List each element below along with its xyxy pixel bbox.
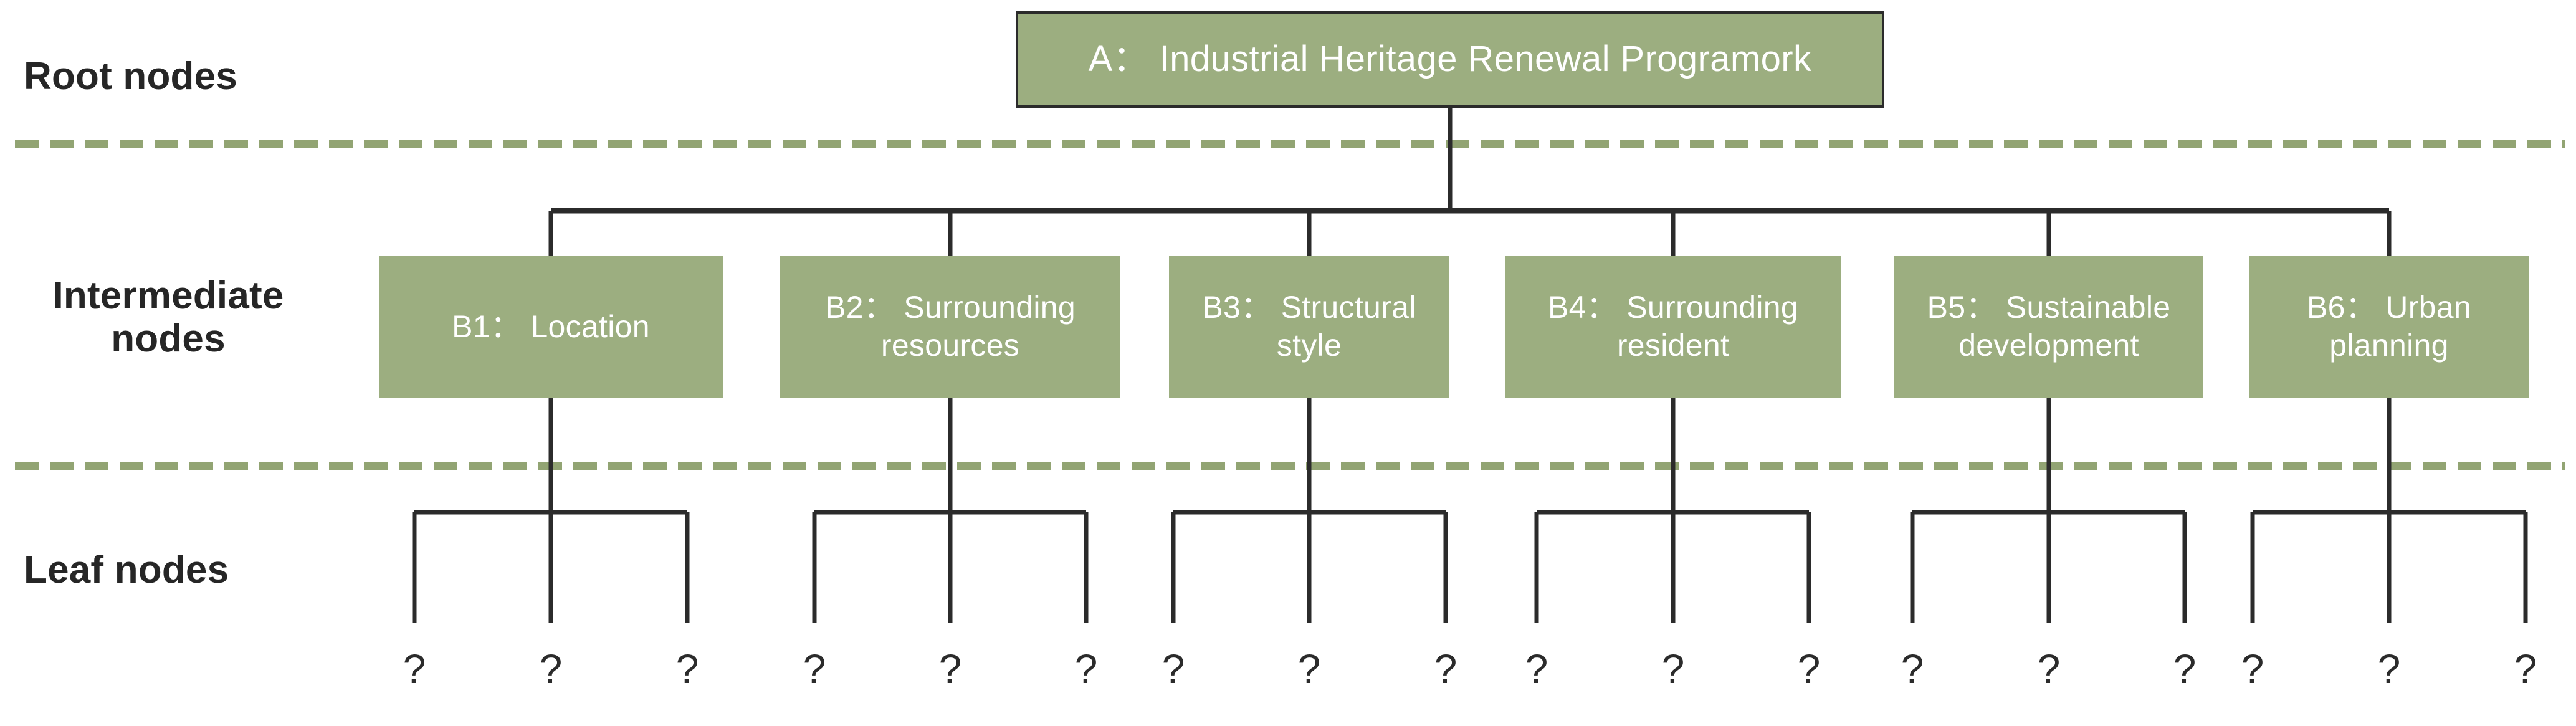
intermediate-node-b5[interactable]: B5： Sustainable development bbox=[1894, 256, 2203, 398]
tier-label-root: Root nodes bbox=[24, 55, 237, 98]
tier-label-intermediate: Intermediate nodes bbox=[52, 274, 284, 361]
leaf-node-b5-1[interactable]: ? bbox=[1901, 646, 1924, 692]
leaf-node-b6-1[interactable]: ? bbox=[2241, 646, 2264, 692]
intermediate-node-b2[interactable]: B2： Surrounding resources bbox=[780, 256, 1120, 398]
leaf-node-b5-3[interactable]: ? bbox=[2173, 646, 2197, 692]
leaf-node-b2-3[interactable]: ? bbox=[1074, 646, 1098, 692]
leaf-node-b3-2[interactable]: ? bbox=[1297, 646, 1321, 692]
intermediate-node-b6[interactable]: B6： Urban planning bbox=[2249, 256, 2529, 398]
root-node-a[interactable]: A： Industrial Heritage Renewal Programor… bbox=[1016, 11, 1884, 108]
tier-label-leaf: Leaf nodes bbox=[24, 548, 229, 591]
leaf-node-b1-3[interactable]: ? bbox=[675, 646, 699, 692]
leaf-node-b4-2[interactable]: ? bbox=[1661, 646, 1685, 692]
leaf-node-b4-1[interactable]: ? bbox=[1525, 646, 1548, 692]
leaf-node-b2-2[interactable]: ? bbox=[938, 646, 962, 692]
leaf-node-b5-2[interactable]: ? bbox=[2037, 646, 2061, 692]
leaf-node-b6-3[interactable]: ? bbox=[2514, 646, 2537, 692]
leaf-node-b3-3[interactable]: ? bbox=[1434, 646, 1457, 692]
leaf-node-b1-2[interactable]: ? bbox=[539, 646, 563, 692]
tier-divider-intermediate-leaf bbox=[15, 462, 2565, 470]
intermediate-node-b4[interactable]: B4： Surrounding resident bbox=[1505, 256, 1841, 398]
intermediate-node-b3[interactable]: B3： Structural style bbox=[1169, 256, 1449, 398]
leaf-node-b4-3[interactable]: ? bbox=[1797, 646, 1821, 692]
tier-divider-root-intermediate bbox=[15, 140, 2565, 148]
leaf-node-b1-1[interactable]: ? bbox=[403, 646, 426, 692]
leaf-node-b6-2[interactable]: ? bbox=[2377, 646, 2401, 692]
leaf-node-b2-1[interactable]: ? bbox=[803, 646, 826, 692]
leaf-node-b3-1[interactable]: ? bbox=[1162, 646, 1185, 692]
intermediate-node-b1[interactable]: B1： Location bbox=[379, 256, 723, 398]
